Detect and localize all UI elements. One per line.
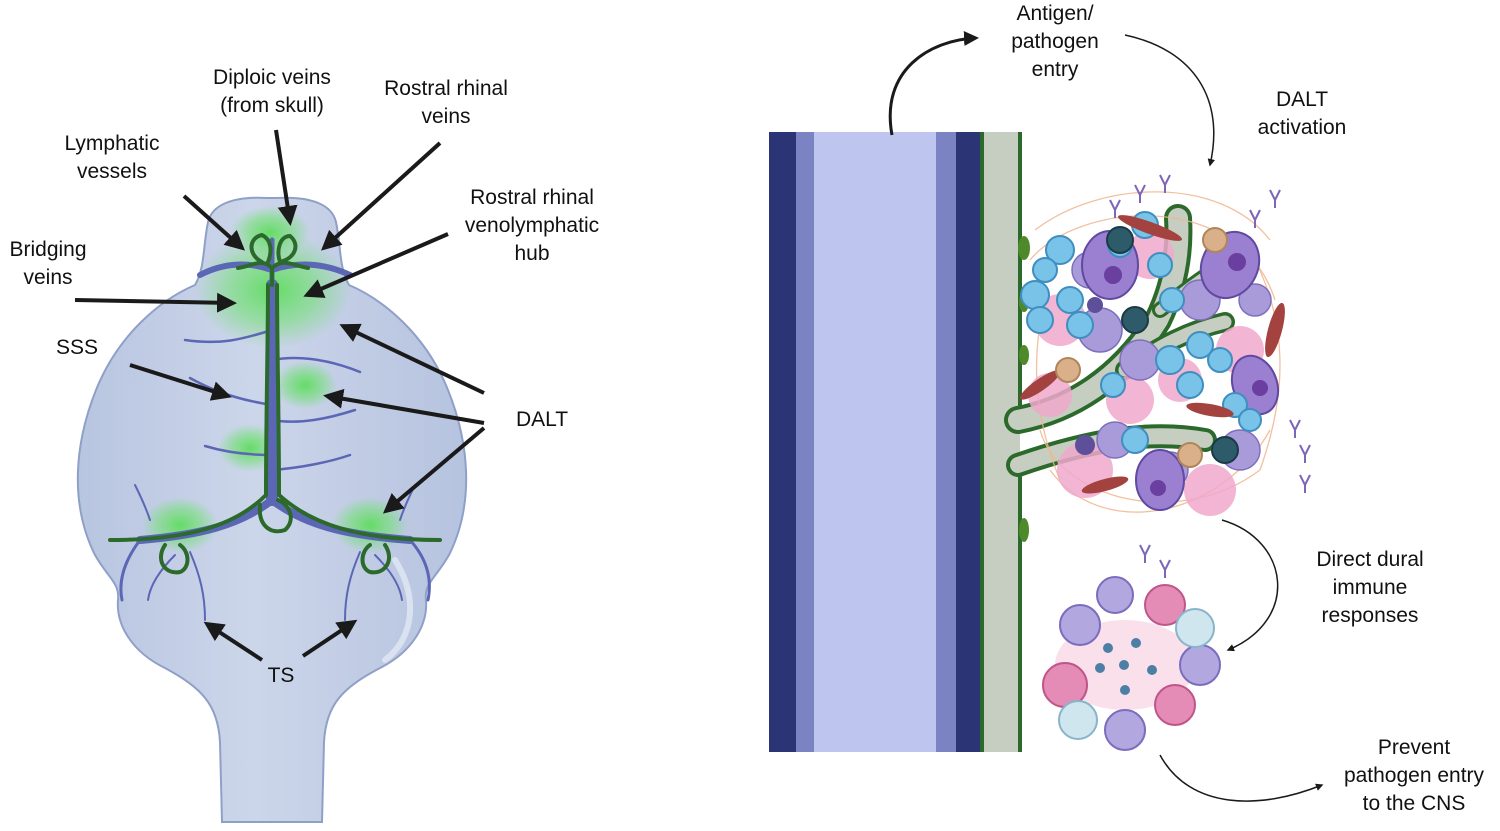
label-diploic-veins: Diploic veins (from skull) [213, 66, 331, 117]
label-dalt-activation: DALT activation [1257, 88, 1347, 139]
plasma-nuclei [1104, 253, 1268, 496]
antibodies [1109, 174, 1311, 578]
dark-purple-cells [1075, 297, 1103, 455]
arrow-sss [129, 363, 232, 401]
dura-diagram [769, 31, 1324, 802]
right-arrows [888, 31, 1324, 802]
label-ts: TS [267, 664, 295, 687]
arrow-dalt-1 [339, 323, 485, 395]
arrow-dalt-activation [1124, 34, 1216, 167]
immune-response-cluster [1042, 576, 1221, 751]
label-antigen-entry: Antigen/ pathogen entry [1011, 2, 1099, 81]
pathogens [1095, 638, 1157, 695]
arrow-dural-response [1221, 519, 1279, 652]
left-arrows [74, 129, 486, 662]
skull-layers [769, 132, 982, 752]
arrow-dalt-2 [323, 388, 485, 425]
brain-diagram [74, 129, 486, 823]
arrow-lymphatic [182, 194, 245, 251]
label-dalt: DALT [515, 408, 569, 431]
brain-outline [76, 196, 468, 823]
fibroblasts [1020, 215, 1285, 494]
arrow-ts-right [301, 619, 358, 658]
response-light-cells [1058, 608, 1215, 740]
brain-highlight [382, 557, 414, 663]
label-rostral-rhinal-veins: Rostral rhinal veins [384, 77, 508, 128]
arrow-rostral-rhinal-veins [321, 141, 442, 251]
arrow-dalt-3 [382, 426, 486, 514]
arrow-antigen-entry [888, 31, 979, 136]
response-purple-cells [1059, 576, 1221, 751]
arrow-prevent-entry [1159, 754, 1324, 802]
label-rostral-rhinal-hub: Rostral rhinal venolymphatic hub [464, 186, 600, 265]
lymphatic-network [108, 232, 442, 575]
arrow-bridging [74, 292, 237, 313]
teal-cells [1106, 226, 1239, 464]
label-bridging-veins: Bridging veins [9, 238, 87, 289]
label-sss: SSS [55, 336, 99, 359]
label-lymphatic-vessels: Lymphatic vessels [64, 132, 160, 183]
dendritic-cells [1055, 227, 1228, 468]
dalt-glow-sss-upper [273, 361, 337, 409]
arrow-ts-left [203, 621, 264, 662]
arrow-diploic [274, 129, 298, 226]
label-prevent-entry: Prevent pathogen entry to the CNS [1343, 736, 1485, 815]
label-direct-dural: Direct dural immune responses [1316, 548, 1424, 627]
arrow-hub [303, 232, 449, 298]
dalt-cluster [1020, 174, 1311, 578]
